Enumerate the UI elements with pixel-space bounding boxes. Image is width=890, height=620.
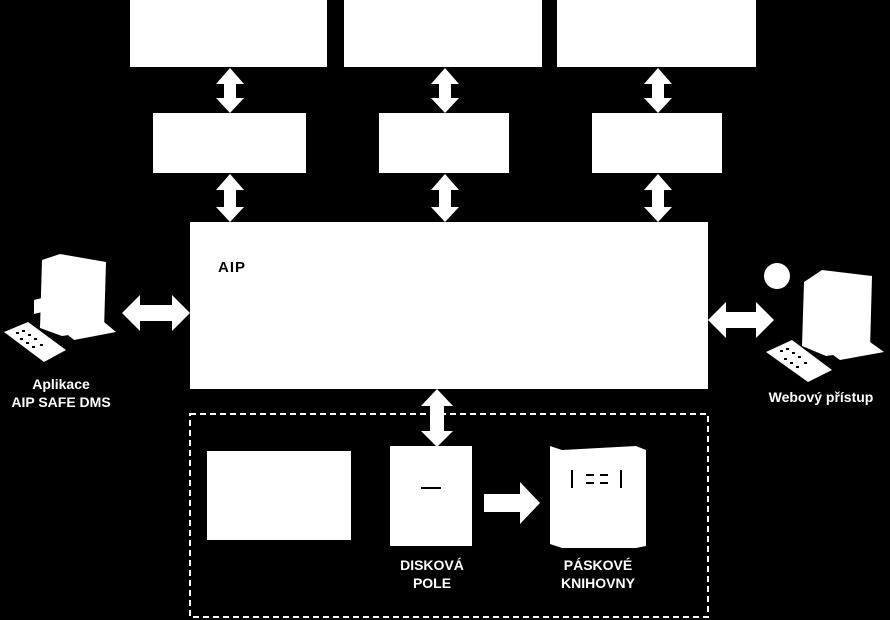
arrow-disk-tape (484, 482, 540, 524)
arrow-middle-main-2 (431, 174, 459, 222)
tape-library-label-line2: KNIHOVNY (561, 575, 635, 591)
aip-main-box (190, 222, 708, 389)
tape-library-label-line1: PÁSKOVÉ (563, 557, 633, 573)
left-client-label: Aplikace AIP SAFE DMS (0, 375, 122, 411)
storage-box (207, 451, 351, 540)
left-client-label-line1: Aplikace (32, 376, 90, 392)
aip-title: AIP (218, 259, 247, 276)
arrow-middle-main-1 (216, 174, 244, 222)
top-box-3 (557, 0, 756, 67)
arrow-top-middle-1 (216, 68, 244, 113)
middle-box-3 (592, 113, 722, 173)
arrow-main-disk (421, 389, 453, 447)
right-client-label: Webový přístup (752, 388, 890, 406)
tape-library-icon (550, 446, 646, 548)
top-box-1 (130, 0, 327, 67)
middle-box-2 (379, 113, 509, 173)
arrow-top-middle-2 (431, 68, 459, 113)
storage-frame (189, 413, 709, 618)
left-client-label-line2: AIP SAFE DMS (11, 394, 111, 410)
middle-box-1 (153, 113, 306, 173)
arrow-middle-main-3 (644, 174, 672, 222)
disk-slot (421, 487, 441, 489)
disk-array-label: DISKOVÁ POLE (380, 556, 484, 592)
top-box-2 (344, 0, 542, 67)
computer-icon-right (764, 263, 884, 382)
disk-array-label-line2: POLE (412, 575, 452, 591)
disk-array (390, 446, 472, 546)
arrow-top-middle-3 (644, 68, 672, 113)
arrow-left-client (122, 295, 190, 331)
arrow-right-client (708, 302, 774, 338)
disk-array-label-line1: DISKOVÁ (400, 557, 464, 573)
right-client-label-text: Webový přístup (768, 389, 874, 405)
computer-icon-left (4, 254, 116, 362)
tape-library-label: PÁSKOVÉ KNIHOVNY (540, 556, 656, 592)
